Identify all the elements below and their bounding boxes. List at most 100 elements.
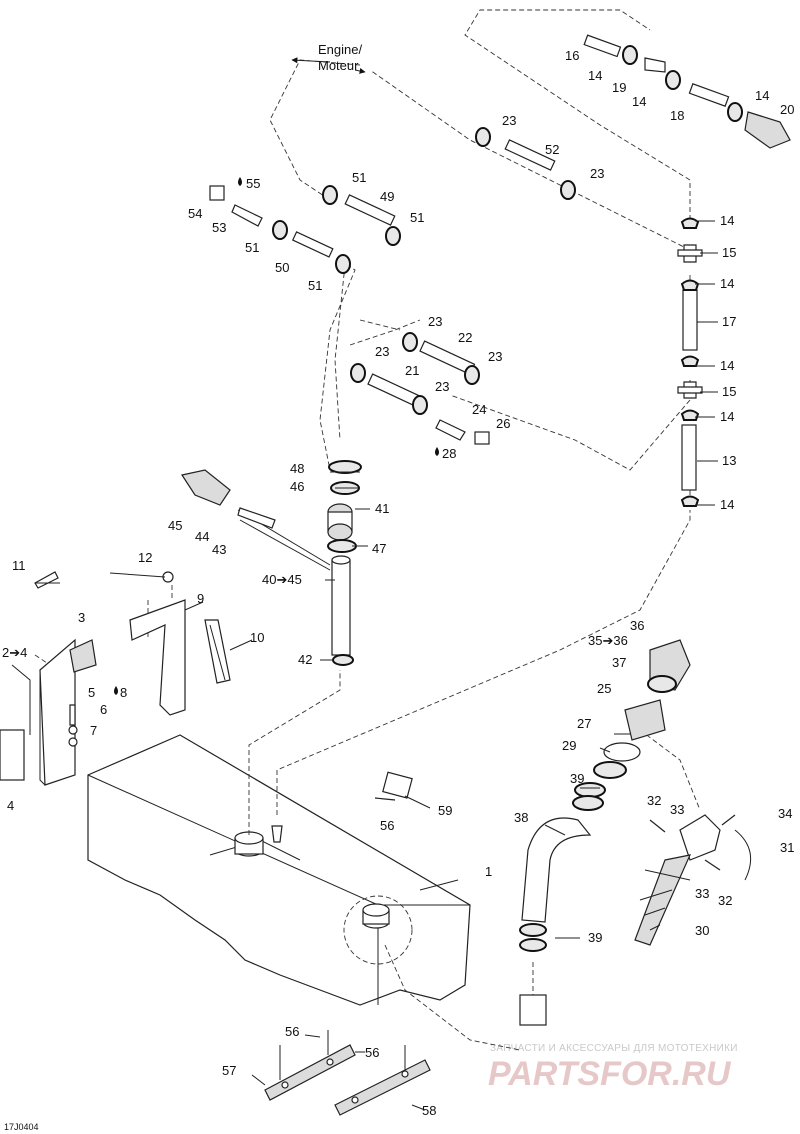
engine-arrow-right — [354, 67, 366, 74]
callout-9: 9 — [197, 591, 204, 606]
callout-3: 3 — [78, 610, 85, 625]
callout-49: 49 — [380, 189, 394, 204]
diagram-code: 17J0404 — [4, 1122, 39, 1132]
watermark-tagline: ЗАПЧАСТИ И АКСЕССУАРЫ ДЛЯ МОТОТЕХНИКИ — [490, 1043, 738, 1054]
callout-34: 34 — [778, 806, 792, 821]
callout-14b: 14 — [588, 68, 602, 83]
callout-50: 50 — [275, 260, 289, 275]
callout-48: 48 — [290, 461, 304, 476]
callout-46: 46 — [290, 479, 304, 494]
callout-33a: 33 — [670, 802, 684, 817]
callout-5: 5 — [88, 685, 95, 700]
callout-27: 27 — [577, 716, 591, 731]
upper-hoses — [209, 127, 576, 274]
callout-56a: 56 — [380, 818, 394, 833]
leader-lines — [35, 220, 718, 1111]
callout-19: 19 — [612, 80, 626, 95]
callout-52: 52 — [545, 142, 559, 157]
callout-41: 41 — [375, 501, 389, 516]
callout-14h: 14 — [720, 497, 734, 512]
callout-31: 31 — [780, 840, 794, 855]
drop-icon — [114, 686, 118, 695]
callout-23d: 23 — [488, 349, 502, 364]
callout-4: 4 — [7, 798, 14, 813]
callout-51d: 51 — [308, 278, 322, 293]
engine-arrow-left — [291, 57, 331, 64]
callout-39a: 39 — [570, 771, 584, 786]
callout-23f: 23 — [435, 379, 449, 394]
callout-26: 26 — [496, 416, 510, 431]
callout-40: 40➔45 — [262, 572, 302, 587]
callout-23b: 23 — [590, 166, 604, 181]
engine-label-line2: Moteur — [318, 58, 359, 73]
callout-25: 25 — [597, 681, 611, 696]
callout-59: 59 — [438, 803, 452, 818]
drop-icon — [238, 177, 242, 186]
callout-23a: 23 — [502, 113, 516, 128]
callout-14e: 14 — [720, 276, 734, 291]
callout-43: 43 — [212, 542, 226, 557]
straps — [264, 771, 431, 1116]
callout-14d: 14 — [720, 213, 734, 228]
callout-51c: 51 — [245, 240, 259, 255]
watermark-logo: PARTSFOR.RU — [488, 1055, 732, 1093]
callout-39b: 39 — [588, 930, 602, 945]
callout-47: 47 — [372, 541, 386, 556]
callout-32b: 32 — [718, 893, 732, 908]
callout-14a: 14 — [755, 88, 769, 103]
callout-11: 11 — [12, 558, 26, 573]
callout-10: 10 — [250, 630, 264, 645]
callout-24: 24 — [472, 402, 486, 417]
pump-column — [181, 460, 362, 666]
callout-7: 7 — [90, 723, 97, 738]
callout-14f: 14 — [720, 358, 734, 373]
callout-32a: 32 — [647, 793, 661, 808]
callout-37: 37 — [612, 655, 626, 670]
callout-12: 12 — [138, 550, 152, 565]
vertical-fuel-lines — [677, 217, 703, 507]
callout-44: 44 — [195, 529, 209, 544]
callout-13: 13 — [722, 453, 736, 468]
callout-56b: 56 — [285, 1024, 299, 1039]
callout-45: 45 — [168, 518, 182, 533]
callout-29: 29 — [562, 738, 576, 753]
callout-22: 22 — [458, 330, 472, 345]
callout-23e: 23 — [375, 344, 389, 359]
callout-28: 28 — [442, 446, 456, 461]
callout-21: 21 — [405, 363, 419, 378]
drop-icon — [435, 447, 439, 456]
callout-14c: 14 — [632, 94, 646, 109]
callout-17: 17 — [722, 314, 736, 329]
callout-36: 36 — [630, 618, 644, 633]
watermark: ЗАПЧАСТИ И АКСЕССУАРЫ ДЛЯ МОТОТЕХНИКИ PA… — [488, 1043, 738, 1093]
callout-23c: 23 — [428, 314, 442, 329]
engine-label-line1: Engine/ — [318, 42, 362, 57]
callout-15a: 15 — [722, 245, 736, 260]
brackets — [0, 571, 231, 786]
callout-14g: 14 — [720, 409, 734, 424]
callout-54: 54 — [188, 206, 202, 221]
callout-57: 57 — [222, 1063, 236, 1078]
callout-33b: 33 — [695, 886, 709, 901]
callout-58: 58 — [422, 1103, 436, 1118]
fuel-tank — [87, 734, 471, 1006]
callout-1: 1 — [485, 864, 492, 879]
callout-53: 53 — [212, 220, 226, 235]
top-filter-assembly — [583, 34, 791, 149]
callout-2: 2➔4 — [2, 645, 27, 660]
callout-15b: 15 — [722, 384, 736, 399]
callout-38: 38 — [514, 810, 528, 825]
callout-42: 42 — [298, 652, 312, 667]
callout-35: 35➔36 — [588, 633, 628, 648]
filler-assembly — [519, 639, 752, 1026]
callout-18: 18 — [670, 108, 684, 123]
callout-8: 8 — [120, 685, 127, 700]
callout-20: 20 — [780, 102, 794, 117]
callout-51b: 51 — [410, 210, 424, 225]
middle-hoses — [350, 332, 490, 445]
callout-16: 16 — [565, 48, 579, 63]
callout-30: 30 — [695, 923, 709, 938]
